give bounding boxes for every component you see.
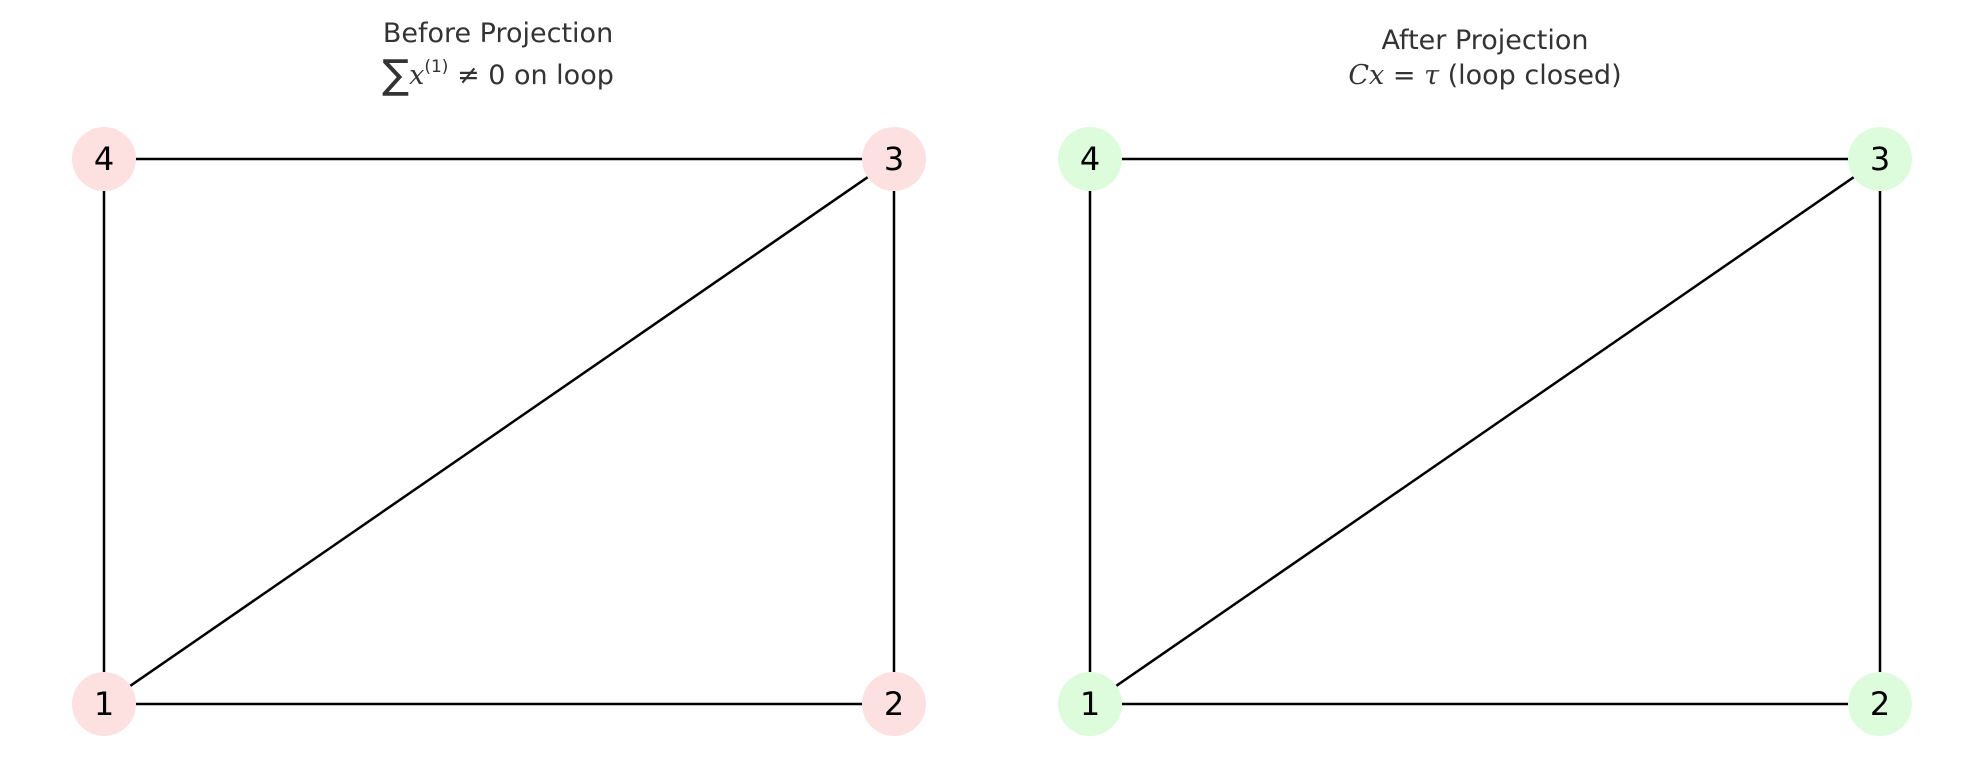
- panel-title-after: After Projection: [1382, 25, 1589, 56]
- edge-1-3-after: [1115, 176, 1855, 687]
- node-label: 4: [1080, 140, 1100, 178]
- node-label: 4: [94, 140, 114, 178]
- node-circle: [1848, 127, 1912, 191]
- panel-before-projection: Before Projection ∑x(1) ≠ 0 on loop 1 2 3 4: [72, 18, 926, 736]
- node-1-before: 1: [72, 672, 136, 736]
- node-2-after: 2: [1848, 672, 1912, 736]
- node-1-after: 1: [1058, 672, 1122, 736]
- subtitle-equals: =: [1384, 60, 1424, 91]
- node-label: 2: [884, 685, 904, 723]
- node-label: 1: [1080, 685, 1100, 723]
- node-3-after: 3: [1848, 127, 1912, 191]
- subtitle-variable-cx: Cx: [1348, 60, 1384, 91]
- node-group-before: 1 2 3 4: [72, 127, 926, 736]
- edge-group-after: [1088, 157, 1882, 706]
- subtitle-superscript: (1): [424, 57, 448, 77]
- subtitle-condition: ≠ 0 on loop: [448, 60, 613, 91]
- node-circle: [72, 672, 136, 736]
- node-group-after: 1 2 3 4: [1058, 127, 1912, 736]
- node-3-before: 3: [862, 127, 926, 191]
- subtitle-variable-x: x: [409, 60, 424, 91]
- subtitle-tau: τ: [1424, 60, 1440, 91]
- node-circle: [862, 127, 926, 191]
- node-circle: [862, 672, 926, 736]
- node-circle: [1058, 127, 1122, 191]
- panel-subtitle-after: Cx = τ (loop closed): [1348, 60, 1621, 91]
- node-4-after: 4: [1058, 127, 1122, 191]
- node-circle: [1058, 672, 1122, 736]
- node-4-before: 4: [72, 127, 136, 191]
- sum-symbol: ∑: [382, 52, 409, 98]
- node-circle: [72, 127, 136, 191]
- node-circle: [1848, 672, 1912, 736]
- panel-subtitle-before: ∑x(1) ≠ 0 on loop: [382, 52, 614, 98]
- subtitle-loop-closed: (loop closed): [1439, 60, 1622, 91]
- panel-title-before: Before Projection: [383, 18, 613, 49]
- edge-group-before: [102, 157, 896, 706]
- node-2-before: 2: [862, 672, 926, 736]
- node-label: 3: [1870, 140, 1890, 178]
- node-label: 1: [94, 685, 114, 723]
- panel-after-projection: After Projection Cx = τ (loop closed) 1 2…: [1058, 25, 1912, 736]
- edge-1-3-before: [129, 176, 869, 687]
- node-label: 2: [1870, 685, 1890, 723]
- node-label: 3: [884, 140, 904, 178]
